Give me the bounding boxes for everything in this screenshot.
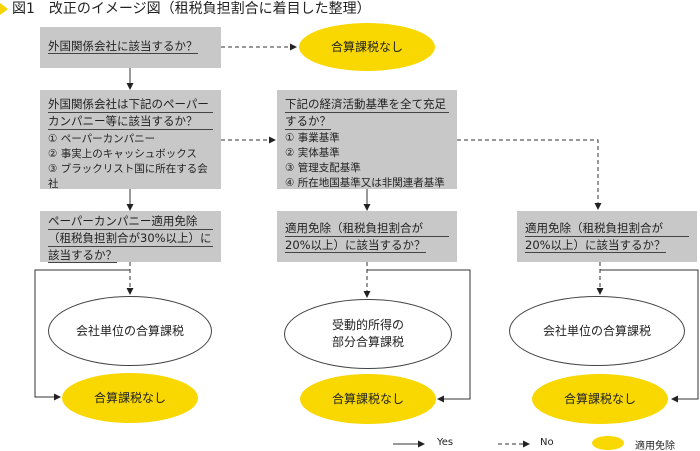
q6-text1: 適用免除（租税負担割合が xyxy=(525,220,689,237)
q3-item: ① 事業基準 xyxy=(285,132,340,144)
q2-text1: 外国関係会社は下記のペーパー xyxy=(48,96,213,113)
left-result-ellipse: 会社単位の合算課税 xyxy=(48,296,212,366)
q5-text2: 20%以上）に該当するか？ xyxy=(285,238,426,253)
q1-text: 外国関係会社に該当するか？ xyxy=(48,39,198,54)
q2-text2: カンパニー等に該当するか？ xyxy=(48,113,213,130)
q2-box: 外国関係会社は下記のペーパー カンパニー等に該当するか？ ① ペーパーカンパニー… xyxy=(40,90,221,190)
q6-box: 適用免除（租税負担割合が 20%以上）に該当するか？ xyxy=(517,211,697,262)
q2-item: ③ ブラックリスト国に所在する会社 xyxy=(48,163,208,190)
q6-text2: 20%以上）に該当するか？ xyxy=(525,238,666,253)
title-marker-icon xyxy=(0,3,8,15)
q4-text1: ペーパーカンパニー適用免除 xyxy=(48,213,213,230)
no-tax-ellipse-top: 合算課税なし xyxy=(299,23,435,71)
q5-text1: 適用免除（租税負担割合が xyxy=(285,220,449,237)
q3-text1: 下記の経済活動基準を全て充足 xyxy=(285,96,449,113)
legend-exempt-swatch xyxy=(592,436,624,450)
q2-item: ② 事実上のキャッシュボックス xyxy=(48,148,197,160)
mid-result-line2: 部分合算課税 xyxy=(331,335,404,349)
q1-box: 外国関係会社に該当するか？ xyxy=(40,27,221,68)
q3-item: ③ 管理支配基準 xyxy=(285,162,361,174)
q3-text2: するか？ xyxy=(285,114,331,130)
legend-exempt: 適用免除 xyxy=(635,441,675,451)
q3-box: 下記の経済活動基準を全て充足 するか？ ① 事業基準 ② 実体基準 ③ 管理支配… xyxy=(277,90,457,189)
q4-text2: （租税負担割合が30%以上）に xyxy=(48,231,213,247)
q5-box: 適用免除（租税負担割合が 20%以上）に該当するか？ xyxy=(277,211,457,262)
no-tax-ellipse-right: 合算課税なし xyxy=(532,374,668,424)
q3-item: ② 実体基準 xyxy=(285,147,340,159)
mid-result-line1: 受動的所得の xyxy=(331,318,404,332)
legend-no: No xyxy=(540,437,554,448)
q4-box: ペーパーカンパニー適用免除 （租税負担割合が30%以上）に 該当するか？ xyxy=(40,211,221,263)
no-tax-ellipse-mid: 合算課税なし xyxy=(300,374,436,424)
q3-item: ④ 所在地国基準又は非関連者基準 xyxy=(285,177,445,189)
legend-yes: Yes xyxy=(437,437,454,448)
no-tax-ellipse-left: 合算課税なし xyxy=(62,373,198,423)
q2-item: ① ペーパーカンパニー xyxy=(48,133,156,145)
right-result-ellipse: 会社単位の合算課税 xyxy=(509,296,685,366)
q4-text3: 該当するか？ xyxy=(48,248,117,263)
mid-result-ellipse: 受動的所得の部分合算課税 xyxy=(284,299,452,369)
figure-title: 図1 改正のイメージ図（租税負担割合に着目した整理） xyxy=(12,1,371,17)
